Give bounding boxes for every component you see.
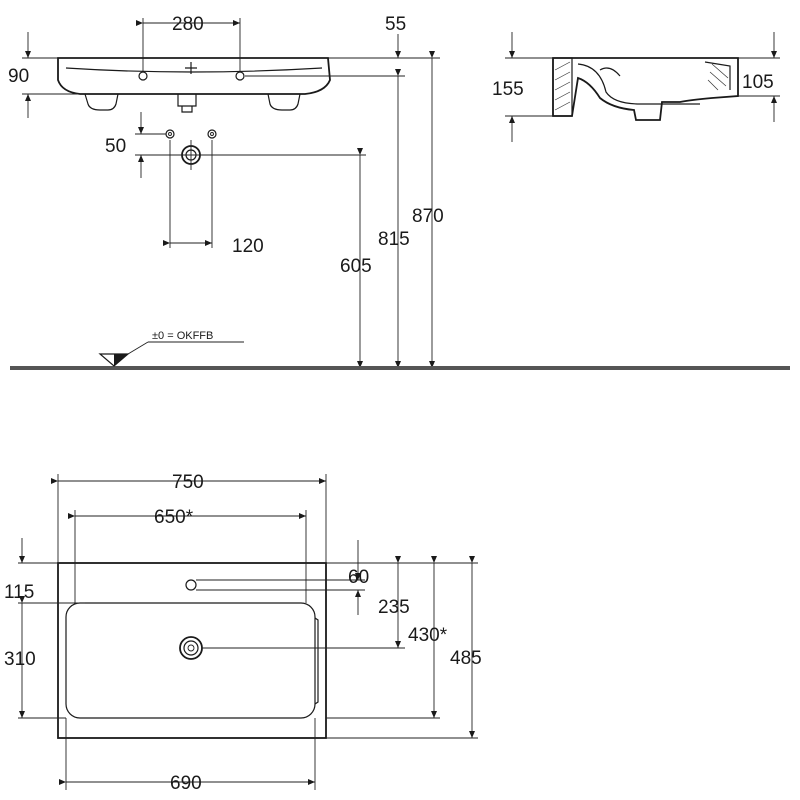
dim-605-label: 605 xyxy=(340,256,372,277)
floor-label: ±0 = OKFFB xyxy=(152,330,213,342)
dim-235-label: 235 xyxy=(378,597,410,618)
top-basin-outline xyxy=(57,562,327,739)
dim-650-label: 650* xyxy=(154,507,194,528)
top-view: 750 650* 690 115 310 xyxy=(4,472,482,794)
dim-155: 155 xyxy=(492,32,553,142)
dim-650: 650* xyxy=(68,507,307,603)
dim-310: 310 xyxy=(4,596,66,719)
dim-870: 870 xyxy=(412,51,444,368)
dim-120-label: 120 xyxy=(232,236,264,257)
dim-485-label: 485 xyxy=(450,648,482,669)
dim-55: 55 xyxy=(245,14,440,77)
dim-310-label: 310 xyxy=(4,649,36,670)
front-view: 280 55 90 50 1 xyxy=(8,14,790,370)
dim-105: 105 xyxy=(738,32,780,122)
dim-430: 430* xyxy=(326,556,448,719)
dim-60-label: 60 xyxy=(348,567,369,588)
dim-115: 115 xyxy=(4,538,85,604)
dim-815: 815 xyxy=(378,69,410,368)
dim-50: 50 xyxy=(105,112,182,178)
dim-750-label: 750 xyxy=(172,472,204,493)
dim-90: 90 xyxy=(8,32,80,118)
floor-reference: ±0 = OKFFB xyxy=(10,330,790,370)
dim-815-label: 815 xyxy=(378,229,410,250)
dim-750: 750 xyxy=(51,472,327,563)
dim-690-label: 690 xyxy=(170,773,202,794)
dim-235: 235 xyxy=(202,556,410,649)
dim-120: 120 xyxy=(163,140,264,257)
dim-50-label: 50 xyxy=(105,136,126,157)
dim-485: 485 xyxy=(326,556,482,739)
side-basin-section xyxy=(552,57,739,121)
dim-90-label: 90 xyxy=(8,66,29,87)
dim-430-label: 430* xyxy=(408,625,448,646)
dim-280-label: 280 xyxy=(172,14,204,35)
side-view: 155 105 xyxy=(492,32,780,142)
front-basin-outline xyxy=(57,57,331,113)
dim-280: 280 xyxy=(136,14,241,72)
dim-55-label: 55 xyxy=(385,14,406,35)
dim-605: 605 xyxy=(200,148,372,368)
dim-690: 690 xyxy=(59,718,316,794)
dim-105-label: 105 xyxy=(742,72,774,93)
dim-115-label: 115 xyxy=(4,582,34,603)
dim-155-label: 155 xyxy=(492,79,524,100)
dim-60: 60 xyxy=(196,540,369,615)
front-trap xyxy=(165,129,217,170)
dim-870-label: 870 xyxy=(412,206,444,227)
